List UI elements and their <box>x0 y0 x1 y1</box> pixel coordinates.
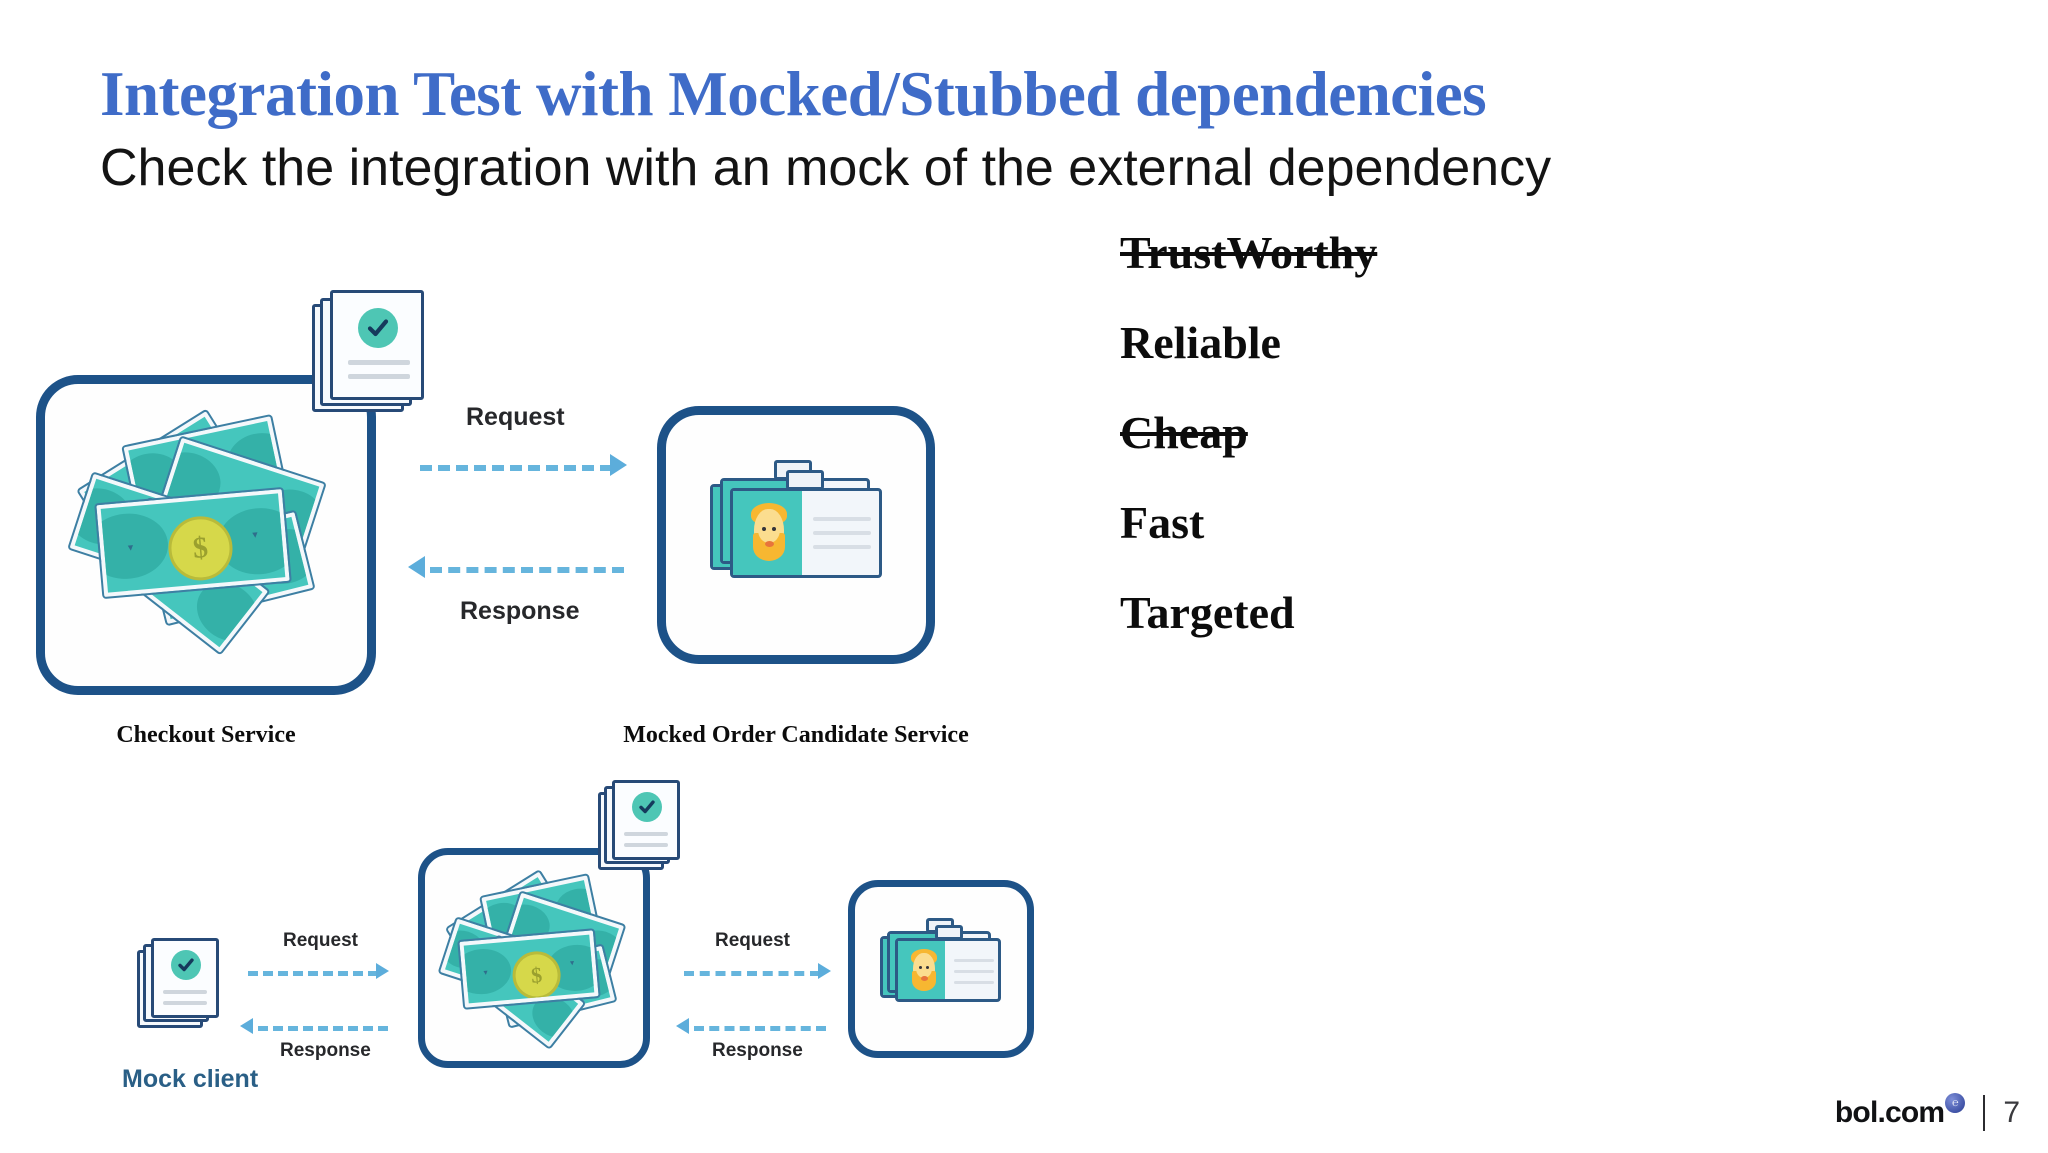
bottom-left-response-arrow <box>240 1015 400 1037</box>
attribute-list: TrustWorthy Reliable Cheap Fast Targeted <box>1120 230 1640 680</box>
bottom-right-request-label: Request <box>715 930 790 951</box>
money-stack-icon-bottom: ▼ ▼ $ <box>437 867 630 1052</box>
avatar-face-icon <box>908 949 940 995</box>
bol-com-badge-icon: ℮ <box>1945 1093 1966 1113</box>
attribute-cheap: Cheap <box>1120 407 1248 458</box>
top-response-arrow <box>408 552 628 582</box>
mocked-order-candidate-service-label: Mocked Order Candidate Service <box>623 722 969 748</box>
diagram-top: ▼ ▼ $ Request <box>0 0 1100 760</box>
bottom-left-request-arrow <box>248 960 408 982</box>
top-response-label: Response <box>460 597 580 625</box>
attribute-trustworthy: TrustWorthy <box>1120 227 1378 278</box>
id-card-stack-icon-top <box>710 460 890 610</box>
bottom-left-request-label: Request <box>283 930 358 951</box>
bol-com-wordmark: bol.com <box>1834 1096 1945 1129</box>
avatar-face-icon <box>747 503 791 565</box>
page-number: 7 <box>2003 1096 2020 1129</box>
checkout-service-label: Checkout Service <box>116 722 296 748</box>
check-document-icon-bottom <box>598 780 708 890</box>
check-circle-icon <box>632 792 662 822</box>
top-request-arrow <box>420 450 640 480</box>
bottom-right-response-label: Response <box>712 1040 803 1061</box>
check-document-icon-mock-client <box>137 938 247 1048</box>
bottom-right-response-arrow <box>676 1015 836 1037</box>
bottom-left-response-label: Response <box>280 1040 371 1061</box>
page-title: Integration Test with Mocked/Stubbed dep… <box>100 59 1487 129</box>
attribute-targeted: Targeted <box>1120 587 1295 638</box>
page-subtitle: Check the integration with an mock of th… <box>100 139 1552 197</box>
id-card-stack-icon-bottom <box>880 918 1010 1028</box>
bol-com-logo: bol.com ℮ <box>1834 1093 1966 1130</box>
footer-divider <box>1983 1095 1986 1131</box>
attribute-fast: Fast <box>1120 497 1205 548</box>
diagram-bottom: Mock client Request Response <box>0 770 1100 1110</box>
money-stack-icon: ▼ ▼ $ <box>67 407 330 657</box>
mock-client-label: Mock client <box>122 1065 259 1093</box>
bottom-right-request-arrow <box>684 960 844 982</box>
attribute-reliable: Reliable <box>1120 317 1281 368</box>
top-request-label: Request <box>466 403 565 431</box>
check-document-icon-top <box>312 290 442 420</box>
check-circle-icon <box>358 308 398 348</box>
footer: bol.com ℮ 7 <box>1834 1093 2020 1131</box>
check-circle-icon <box>171 950 201 980</box>
